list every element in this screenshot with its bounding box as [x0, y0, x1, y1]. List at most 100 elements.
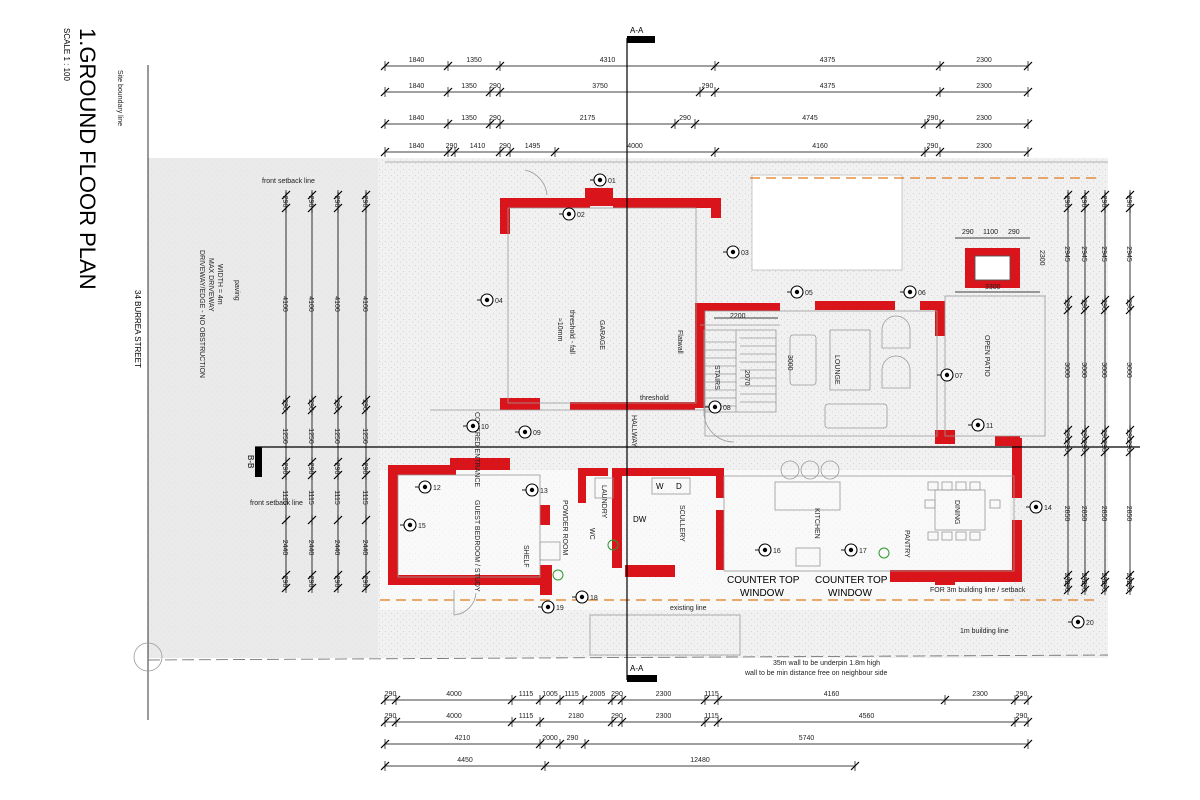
window-tag: 10 — [463, 419, 489, 433]
site-boundary-bottom — [147, 654, 1109, 661]
dining-chair — [955, 531, 967, 541]
walls — [388, 188, 1022, 595]
dimension-label: 1410 — [470, 143, 486, 150]
dimension-label: 290 — [333, 196, 340, 208]
dimension-label: 1250 — [333, 428, 340, 444]
dimension-label: 1840 — [409, 115, 425, 122]
driveway-note-2: MAX DRIVEWAY — [207, 258, 214, 312]
window-tag-label: 11 — [986, 423, 993, 430]
counter-top-1: COUNTER TOP — [727, 575, 800, 586]
window-tag-label: 15 — [418, 523, 426, 530]
dimension-label: 1350 — [466, 57, 482, 64]
patio-dim-2: 1100 — [983, 229, 998, 236]
window-tag: 06 — [900, 285, 926, 299]
window-tag: 13 — [522, 483, 548, 497]
dimension-label: 290 — [1080, 573, 1087, 585]
existing-line-label: existing line — [670, 605, 707, 612]
window-tag-label: 06 — [918, 290, 926, 297]
room-label-lounge: LOUNGE — [833, 355, 840, 385]
dimension-label: 3000 — [1080, 362, 1087, 378]
dimension-label: 1495 — [525, 143, 541, 150]
dining-chair — [941, 481, 953, 491]
window-tag-label: 13 — [540, 488, 548, 495]
dining-chair — [989, 499, 1001, 509]
room-label-laundry: LAUNDRY — [600, 485, 607, 519]
window-tag-label: 09 — [533, 430, 541, 437]
dimension-label: 1115 — [519, 691, 534, 698]
section-b-left: B-B — [246, 455, 255, 468]
dining-chair — [927, 481, 939, 491]
dimension-label: 1840 — [409, 143, 425, 150]
dimension-label: 290 — [1125, 299, 1132, 311]
stair-dim-3: 3000 — [786, 355, 793, 371]
dimension-label: 290 — [1125, 429, 1132, 441]
dimension-label: 290 — [1100, 573, 1107, 585]
site-boundary-note: Site boundary line — [116, 70, 123, 126]
dimension-label: 3000 — [1063, 362, 1070, 378]
dimension-label: 290 — [1080, 299, 1087, 311]
dimension-label: 290 — [489, 83, 501, 90]
dimension-label: 290 — [1016, 713, 1028, 720]
room-labels: GARAGE LOUNGE OPEN PATIO GUEST BEDROOM /… — [473, 320, 990, 592]
dimension-label: 5740 — [799, 735, 815, 742]
dimension-label: 3750 — [592, 83, 608, 90]
window-tag: 20 — [1068, 615, 1094, 629]
dimension-label: 290 — [1125, 580, 1132, 592]
dimension-label: 290 — [927, 143, 939, 150]
dimension-label: 290 — [307, 196, 314, 208]
window-1: WINDOW — [740, 588, 784, 599]
patio-dims: 290 1100 290 3300 2300 2200 2070 3000 — [714, 229, 1045, 386]
dimension-label: 3000 — [1125, 362, 1132, 378]
dimension-label: 2005 — [590, 691, 606, 698]
underpin-note-1: 35m wall to be underpin 1.8m high — [773, 660, 880, 667]
dimension-label: 290 — [1080, 429, 1087, 441]
window-tag-label: 04 — [495, 298, 503, 305]
dimension-label: 2945 — [1100, 246, 1107, 262]
dimension-label: 290 — [1080, 580, 1087, 592]
dimension-label: 290 — [361, 196, 368, 208]
dimension-label: 4210 — [455, 735, 471, 742]
front-setback-label-2: front setback line — [250, 500, 303, 507]
d-label: D — [676, 482, 682, 491]
dimension-label: 290 — [1100, 429, 1107, 441]
driveway-area — [148, 158, 378, 658]
dimension-label: 1350 — [461, 115, 477, 122]
threshold-note-2: threshold — [640, 395, 669, 402]
dimension-label: 290 — [307, 576, 314, 588]
dimension-label: 1115 — [333, 490, 340, 505]
window-tag: 12 — [415, 480, 441, 494]
dimension-label: 290 — [611, 691, 623, 698]
planter-area — [751, 174, 903, 271]
dimension-label: 2300 — [972, 691, 988, 698]
dimension-label: 2000 — [542, 735, 558, 742]
dimension-label: 290 — [361, 463, 368, 475]
front-setback-label: front setback line — [262, 178, 315, 185]
dimension-label: 1350 — [461, 83, 477, 90]
stair-dim-2: 2070 — [743, 370, 750, 386]
window-tag: 15 — [400, 518, 426, 532]
inner-partitions — [397, 169, 1046, 656]
window-tag-label: 02 — [577, 212, 585, 219]
dimension-label: 290 — [1063, 429, 1070, 441]
dining-chair — [924, 499, 936, 509]
window-2: WINDOW — [828, 588, 872, 599]
dimension-label: 1250 — [307, 428, 314, 444]
dimension-label: 1005 — [542, 691, 558, 698]
dimension-label: 290 — [1080, 196, 1087, 208]
dimension-label: 290 — [702, 83, 714, 90]
dimension-label: 290 — [1125, 440, 1132, 452]
window-tag: 01 — [590, 173, 616, 187]
dimension-label: 2300 — [656, 713, 672, 720]
dimension-label: 1115 — [519, 713, 534, 720]
dimension-label: 290 — [361, 576, 368, 588]
room-label-kitchen: KITCHEN — [813, 508, 820, 539]
dimension-label: 4450 — [457, 757, 473, 764]
dimension-label: 290 — [333, 399, 340, 411]
room-label-garage: GARAGE — [598, 320, 605, 350]
dimension-label: 290 — [1063, 440, 1070, 452]
dimension-label: 1840 — [409, 57, 425, 64]
dimension-label: 2300 — [976, 115, 992, 122]
dimension-label: 290 — [385, 713, 397, 720]
